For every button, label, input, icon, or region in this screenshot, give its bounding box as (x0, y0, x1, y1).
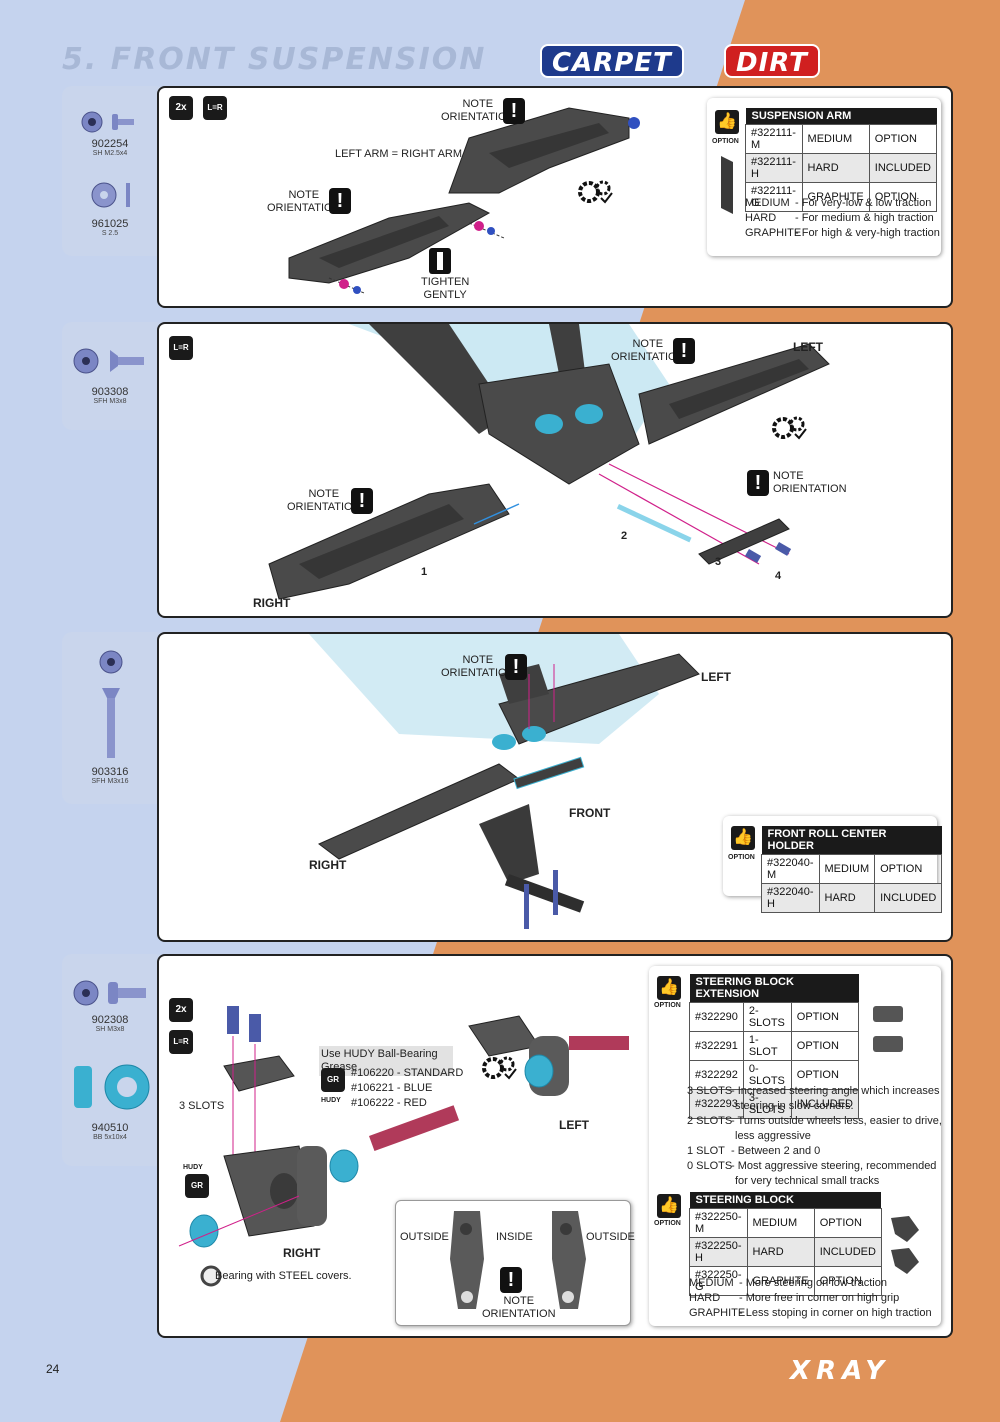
screw-icon (81, 111, 134, 133)
steering-extension-notes: 3 SLOTS- Increased steering angle which … (687, 1085, 942, 1187)
page-title: 5. FRONT SUSPENSION (62, 42, 487, 77)
steering-block-orientation-drawing (450, 1211, 586, 1309)
orientation-detail-box: OUTSIDE INSIDE OUTSIDE ! NOTE ORIENTATIO… (395, 1200, 635, 1326)
part-902254: 902254 SH M2.5x4 (91, 138, 129, 157)
arm-option-icon (721, 156, 733, 214)
lr-badge: L=R (169, 1030, 193, 1054)
bearing-note: Bearing with STEEL covers. (215, 1270, 352, 1282)
part-902308: 902308 SH M3x8 (91, 1014, 129, 1033)
outside-label-2: OUTSIDE (586, 1231, 635, 1243)
left-tag: LEFT (701, 670, 731, 684)
lr-badge: L=R (203, 96, 227, 120)
bearing-icon (74, 1064, 150, 1110)
note-orientation-label-b: NOTE ORIENTATION (287, 488, 361, 513)
slots-label: 3 SLOTS (179, 1100, 225, 1112)
qty-badge: 2x (169, 998, 193, 1022)
left-tag: LEFT (559, 1118, 589, 1132)
part-903308: 903308 SFH M3x8 (91, 386, 129, 405)
step-number-1: 1 (421, 566, 428, 578)
outside-label-1: OUTSIDE (400, 1231, 449, 1243)
suspension-arms-drawing (288, 107, 640, 294)
step2-parts-sidebar: 903308 SFH M3x8 (62, 322, 166, 430)
note-orientation-label-a: NOTE ORIENTATION (611, 338, 685, 363)
step-number-2: 2 (621, 530, 628, 542)
step1-parts-sidebar: 902254 SH M2.5x4 961025 S 2.5 (62, 86, 166, 256)
screw-icon (73, 980, 146, 1006)
exclamation-icon: ! (500, 1267, 522, 1293)
hudy-grease-icon: GR (321, 1068, 345, 1092)
note-orientation-label: NOTE ORIENTATION (441, 654, 515, 679)
steering-block-option-icon (891, 1216, 919, 1274)
right-tag: RIGHT (253, 596, 291, 610)
xray-logo: XRAY (790, 1356, 891, 1386)
exclamation-icon: ! (503, 98, 525, 124)
step-number-4: 4 (775, 570, 782, 582)
roll-center-holder-drawing (309, 634, 700, 929)
note-orientation-label: NOTE ORIENTATION (482, 1295, 556, 1320)
page-number: 24 (46, 1362, 60, 1376)
gears-icon (482, 1056, 517, 1080)
exclamation-icon: ! (747, 470, 769, 496)
left-tag: LEFT (793, 340, 823, 354)
exclamation-icon: ! (505, 654, 527, 680)
thumbs-up-icon: 👍 (657, 976, 681, 1000)
step4-parts-sidebar: 902308 SH M3x8 940510 BB 5x10x4 (62, 954, 166, 1166)
qty-badge: 2x (169, 96, 193, 120)
extension-option-icon (873, 1006, 903, 1052)
washer-icon (91, 182, 130, 208)
carpet-badge: CARPET (540, 44, 684, 78)
hudy-logo: HUDY (321, 1097, 341, 1104)
screw-icon (73, 348, 144, 374)
gears-icon (578, 180, 613, 204)
screw-icon (99, 650, 123, 758)
gears-icon (772, 416, 807, 440)
step4-panel: 2x L=R 3 SLOTS Use HUDY Ball-Bearing Gre… (157, 954, 953, 1338)
right-tag: RIGHT (309, 858, 347, 872)
front-tag: FRONT (569, 806, 611, 820)
steering-block-drawing (178, 1006, 629, 1287)
step2-panel: L=R NOTE ORIENTATION ! LEFT ! NOTE ORIEN… (157, 322, 953, 618)
note-orientation-label-1: NOTE ORIENTATION (441, 98, 515, 123)
front-bulkhead-drawing (268, 324, 830, 600)
part-961025: 961025 S 2.5 (91, 218, 129, 237)
part-903316: 903316 SFH M3x16 (91, 766, 129, 785)
dirt-badge: DIRT (724, 44, 820, 78)
tighten-gently-label: TIGHTEN GENTLY (421, 276, 470, 301)
inside-label: INSIDE (496, 1231, 533, 1243)
step-number-3: 3 (715, 556, 722, 568)
thumbs-up-icon: 👍 (715, 110, 739, 134)
thumbs-up-icon: 👍 (731, 826, 755, 850)
step3-panel: NOTE ORIENTATION ! LEFT FRONT RIGHT 👍 OP… (157, 632, 953, 942)
hudy-grease-list: #106220 - STANDARD #106221 - BLUE #10622… (351, 1067, 464, 1109)
left-equals-right-label: LEFT ARM = RIGHT ARM (335, 148, 463, 160)
step3-parts-sidebar: 903316 SFH M3x16 (62, 632, 166, 804)
exclamation-icon: ! (329, 188, 351, 214)
thumbs-up-icon: 👍 (657, 1194, 681, 1218)
lr-badge: L=R (169, 336, 193, 360)
steering-block-notes: MEDIUM- More steering on low traction HA… (689, 1277, 932, 1319)
suspension-arm-notes: MEDIUM- For very-low & low traction HARD… (745, 197, 940, 239)
note-orientation-label-2: NOTE ORIENTATION (267, 189, 341, 214)
steering-options-box: 👍 OPTION STEERING BLOCK EXTENSION #32229… (649, 966, 942, 1326)
right-tag: RIGHT (283, 1246, 321, 1260)
screwdriver-icon (429, 248, 451, 274)
note-orientation-label-c: NOTE ORIENTATION (773, 470, 847, 495)
exclamation-icon: ! (673, 338, 695, 364)
exclamation-icon: ! (351, 488, 373, 514)
roll-center-option-box: 👍 OPTION FRONT ROLL CENTER HOLDER #32204… (723, 816, 943, 913)
hudy-grease-icon: GR (185, 1174, 209, 1198)
hudy-logo: HUDY (183, 1164, 203, 1171)
step1-panel: 2x L=R NOTE ORIENTATION ! LEFT ARM = RIG… (157, 86, 953, 308)
part-940510: 940510 BB 5x10x4 (91, 1122, 129, 1141)
